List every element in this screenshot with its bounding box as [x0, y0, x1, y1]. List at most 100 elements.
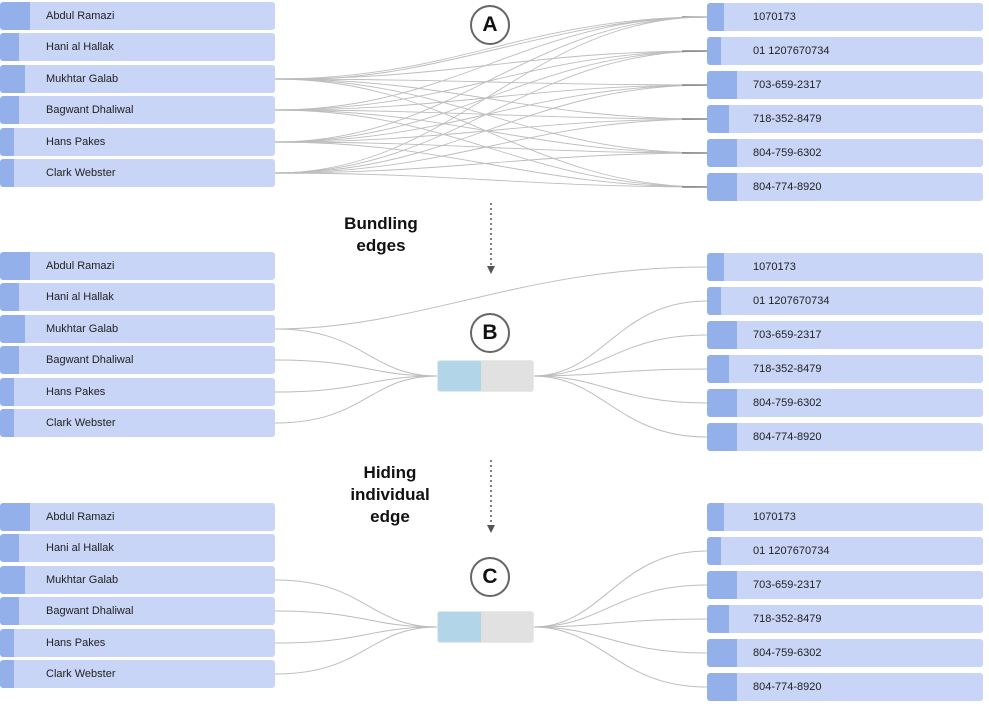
person-bar	[0, 159, 14, 187]
person-node[interactable]: Mukhtar Galab	[0, 315, 275, 343]
person-node[interactable]: Hans Pakes	[0, 378, 275, 406]
edge-line	[274, 141, 708, 154]
phone-node[interactable]: 804-774-8920	[707, 423, 983, 451]
phone-node[interactable]: 1070173	[707, 503, 983, 531]
person-node[interactable]: Abdul Ramazi	[0, 252, 275, 280]
phone-node[interactable]: 1070173	[707, 3, 983, 31]
person-name: Clark Webster	[46, 167, 116, 179]
phone-number: 1070173	[753, 261, 796, 273]
edge-line	[274, 50, 708, 111]
person-node[interactable]: Bagwant Dhaliwal	[0, 346, 275, 374]
edge-bundle-b[interactable]	[438, 361, 533, 391]
person-name: Bagwant Dhaliwal	[46, 605, 134, 617]
dotted-arrow-icon	[487, 203, 495, 274]
person-node[interactable]: Hani al Hallak	[0, 534, 275, 562]
edge-line	[274, 172, 708, 188]
edge-line	[532, 375, 708, 438]
person-bar	[0, 534, 20, 562]
person-name: Clark Webster	[46, 417, 116, 429]
person-node[interactable]: Mukhtar Galab	[0, 566, 275, 594]
edge-line	[274, 118, 708, 143]
person-bar	[0, 283, 20, 311]
person-node[interactable]: Hans Pakes	[0, 128, 275, 156]
phone-node[interactable]: 804-774-8920	[707, 173, 983, 201]
phone-node[interactable]: 703-659-2317	[707, 571, 983, 599]
phone-bar	[707, 3, 724, 31]
edge-line	[274, 78, 708, 120]
bundle-segment-right	[481, 361, 533, 391]
edge-line	[274, 109, 708, 120]
edge-line	[532, 626, 708, 688]
phone-bar	[707, 423, 738, 451]
step-label-line: edge	[370, 507, 410, 526]
person-bar	[0, 660, 14, 688]
phone-number: 804-759-6302	[753, 397, 822, 409]
person-name: Hans Pakes	[46, 136, 106, 148]
phone-number: 804-759-6302	[753, 647, 822, 659]
phone-number: 718-352-8479	[753, 113, 822, 125]
person-node[interactable]: Mukhtar Galab	[0, 65, 275, 93]
phone-node[interactable]: 01 1207670734	[707, 287, 983, 315]
phone-number: 703-659-2317	[753, 79, 822, 91]
edge-line	[274, 375, 439, 393]
edge-line	[532, 626, 708, 654]
phone-node[interactable]: 804-759-6302	[707, 139, 983, 167]
person-bar	[0, 629, 14, 657]
edge-line	[274, 78, 708, 86]
person-bar	[0, 252, 31, 280]
person-node[interactable]: Hans Pakes	[0, 629, 275, 657]
edge-line	[274, 610, 439, 628]
edge-line	[274, 84, 708, 174]
person-bar	[0, 128, 14, 156]
phone-node[interactable]: 01 1207670734	[707, 537, 983, 565]
phone-bar	[707, 673, 738, 701]
person-bar	[0, 315, 25, 343]
step-label-line: individual	[350, 485, 430, 504]
phone-bar	[707, 389, 738, 417]
phone-node[interactable]: 01 1207670734	[707, 37, 983, 65]
step-label-line: edges	[356, 236, 406, 255]
person-name: Hani al Hallak	[46, 291, 114, 303]
edge-bundle-c[interactable]	[438, 612, 533, 642]
phone-node[interactable]: 804-759-6302	[707, 639, 983, 667]
person-node[interactable]: Hani al Hallak	[0, 33, 275, 61]
phone-node[interactable]: 804-774-8920	[707, 673, 983, 701]
phone-node[interactable]: 1070173	[707, 253, 983, 281]
person-name: Hans Pakes	[46, 386, 106, 398]
phone-number: 718-352-8479	[753, 363, 822, 375]
person-node[interactable]: Bagwant Dhaliwal	[0, 96, 275, 124]
person-node[interactable]: Clark Webster	[0, 409, 275, 437]
step-label-line: Hiding	[363, 463, 417, 482]
phone-node[interactable]: 718-352-8479	[707, 605, 983, 633]
edge-line	[274, 50, 708, 174]
phone-bar	[707, 571, 738, 599]
phone-bar	[707, 503, 724, 531]
phone-bar	[707, 355, 730, 383]
person-bar	[0, 503, 31, 531]
phone-node[interactable]: 804-759-6302	[707, 389, 983, 417]
phone-node[interactable]: 718-352-8479	[707, 355, 983, 383]
section-marker-b: B	[470, 313, 510, 353]
phone-node[interactable]: 703-659-2317	[707, 321, 983, 349]
phone-node[interactable]: 703-659-2317	[707, 71, 983, 99]
phone-bar	[707, 287, 721, 315]
phone-node[interactable]: 718-352-8479	[707, 105, 983, 133]
person-bar	[0, 2, 31, 30]
phone-number: 804-774-8920	[753, 181, 822, 193]
person-node[interactable]: Abdul Ramazi	[0, 2, 275, 30]
person-node[interactable]: Clark Webster	[0, 159, 275, 187]
person-bar	[0, 378, 14, 406]
person-node[interactable]: Hani al Hallak	[0, 283, 275, 311]
person-name: Bagwant Dhaliwal	[46, 354, 134, 366]
edge-line	[274, 626, 439, 675]
phone-number: 01 1207670734	[753, 545, 830, 557]
person-name: Mukhtar Galab	[46, 73, 119, 85]
edge-line	[532, 300, 708, 377]
edge-line	[274, 50, 708, 80]
edge-line	[274, 141, 708, 188]
person-name: Mukhtar Galab	[46, 323, 119, 335]
person-node[interactable]: Bagwant Dhaliwal	[0, 597, 275, 625]
bundle-segment-left	[438, 612, 481, 642]
person-node[interactable]: Abdul Ramazi	[0, 503, 275, 531]
person-node[interactable]: Clark Webster	[0, 660, 275, 688]
